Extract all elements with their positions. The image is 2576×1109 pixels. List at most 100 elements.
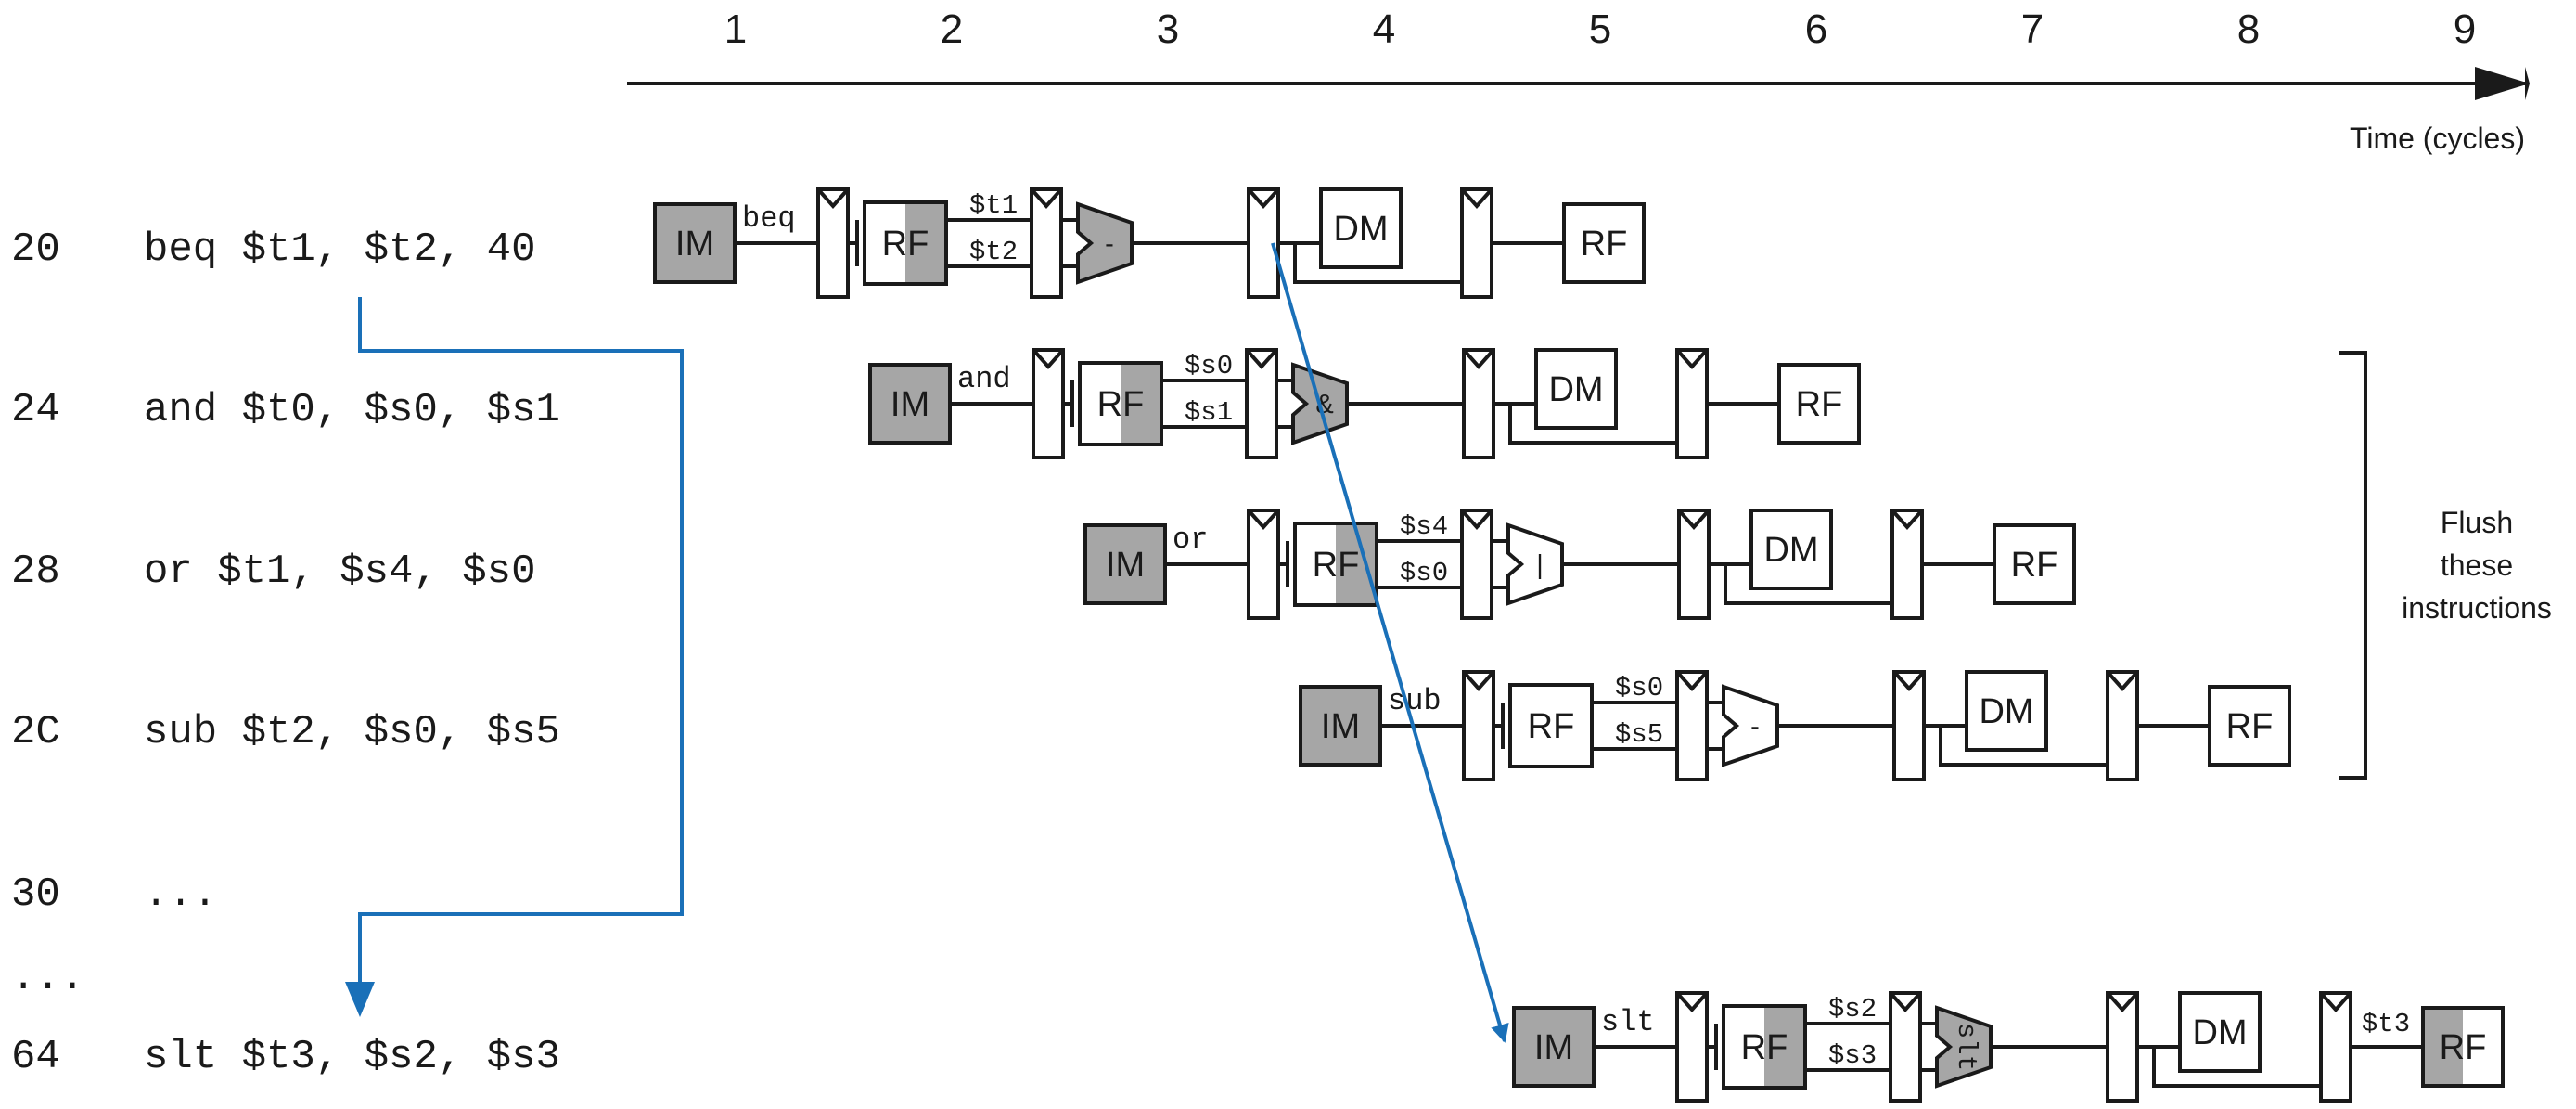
pipeline-register (1462, 670, 1495, 781)
register-file-read-label: RF (1313, 546, 1360, 585)
register-file-write-label: RF (1796, 385, 1843, 424)
branch-target-arrow (358, 297, 684, 982)
cycle-label-9: 9 (2454, 6, 2476, 52)
opcode-label: beq (742, 201, 796, 236)
data-memory (1749, 509, 1833, 590)
data-memory (1319, 187, 1403, 269)
instruction-text: and $t0, $s0, $s1 (144, 387, 560, 433)
clock-icon (1460, 187, 1493, 210)
register-file-read-outline (1078, 361, 1163, 446)
clock-icon (1675, 991, 1709, 1013)
alu-operation: | (1536, 550, 1544, 580)
clock-icon (2319, 991, 2352, 1013)
alu (1506, 522, 1564, 606)
alu-operation: - (1750, 712, 1760, 741)
instruction-memory-label: IM (1321, 707, 1360, 746)
pipeline-register (2106, 670, 2139, 781)
pipeline-register (1460, 187, 1493, 299)
branch-resolution-arrow (1271, 242, 1509, 1043)
register-file-read-label: RF (882, 225, 929, 264)
flush-label-line-2: these (2441, 548, 2513, 582)
register-file-write-label: RF (2226, 707, 2274, 746)
branch-target-arrowhead (345, 982, 375, 1017)
clock-icon (1890, 509, 1924, 531)
cycle-label-4: 4 (1373, 6, 1395, 52)
opcode-label: slt (1601, 1005, 1655, 1039)
register-file-write-label: RF (2440, 1028, 2487, 1067)
data-memory (1534, 348, 1618, 430)
destination-register: $t3 (2362, 1009, 2410, 1039)
register-file-read-shade (905, 204, 944, 282)
data-memory-label: DM (1548, 370, 1603, 409)
alu-operation: - (1105, 229, 1114, 259)
data-memory-label: DM (2192, 1013, 2247, 1052)
instruction-address: 28 (11, 548, 60, 595)
clock-icon (2106, 991, 2139, 1013)
data-memory-label: DM (1979, 692, 2033, 731)
instruction-text: slt $t3, $s2, $s3 (144, 1034, 560, 1080)
instruction-address: 30 (11, 871, 60, 918)
register-file-write (1993, 523, 2076, 605)
source-register-1: $s0 (1615, 673, 1663, 703)
source-register-1: $t1 (969, 190, 1018, 221)
instruction-memory (1512, 1006, 1596, 1088)
clock-icon (1245, 348, 1278, 370)
cycle-label-8: 8 (2237, 6, 2260, 52)
register-file-read-shade (1336, 525, 1375, 603)
instruction-text: ... (144, 871, 217, 918)
cycle-label-7: 7 (2021, 6, 2044, 52)
register-file-read-label: RF (1741, 1028, 1788, 1067)
clock-icon (1675, 670, 1709, 692)
clock-icon (1677, 509, 1711, 531)
data-memory (1965, 670, 2048, 752)
register-file-read-shade (1121, 365, 1160, 443)
register-file-read-outline (1293, 522, 1378, 607)
cycle-label-6: 6 (1805, 6, 1827, 52)
register-file-write-label: RF (1581, 225, 1628, 264)
cycle-label-5: 5 (1589, 6, 1611, 52)
instruction-address: ... (11, 955, 84, 1001)
source-register-2: $s3 (1828, 1040, 1877, 1071)
instruction-memory (653, 202, 737, 284)
source-register-1: $s4 (1400, 511, 1448, 542)
opcode-label: or (1173, 522, 1208, 557)
instruction-memory-label: IM (891, 385, 929, 424)
register-file-read-outline (1722, 1004, 1807, 1090)
source-register-2: $s1 (1185, 397, 1233, 428)
instruction-text: sub $t2, $s0, $s5 (144, 709, 560, 755)
instruction-address: 24 (11, 387, 60, 433)
register-file-read-outline (863, 200, 948, 286)
register-file-read-outline (1508, 683, 1594, 768)
register-file-write (2208, 685, 2291, 767)
cycle-label-1: 1 (724, 6, 747, 52)
instruction-memory-label: IM (1106, 546, 1145, 585)
clock-icon (816, 187, 850, 210)
cycle-label-3: 3 (1157, 6, 1179, 52)
data-memory-label: DM (1333, 210, 1388, 249)
clock-icon (1892, 670, 1926, 692)
alu (1722, 684, 1779, 767)
alu (1935, 1005, 1993, 1089)
source-register-2: $t2 (969, 237, 1018, 267)
register-file-read-label: RF (1097, 385, 1145, 424)
alu (1076, 201, 1134, 285)
data-memory-label: DM (1763, 531, 1818, 570)
source-register-2: $s0 (1400, 558, 1448, 588)
clock-icon (1032, 348, 1065, 370)
register-file-read (1508, 683, 1594, 768)
time-axis-label: Time (cycles) (2350, 122, 2525, 155)
instruction-memory-label: IM (1534, 1028, 1573, 1067)
clock-icon (1675, 348, 1709, 370)
register-file-read-label: RF (1528, 707, 1575, 746)
register-file-write-label: RF (2011, 546, 2058, 585)
register-file-write (1777, 363, 1861, 445)
